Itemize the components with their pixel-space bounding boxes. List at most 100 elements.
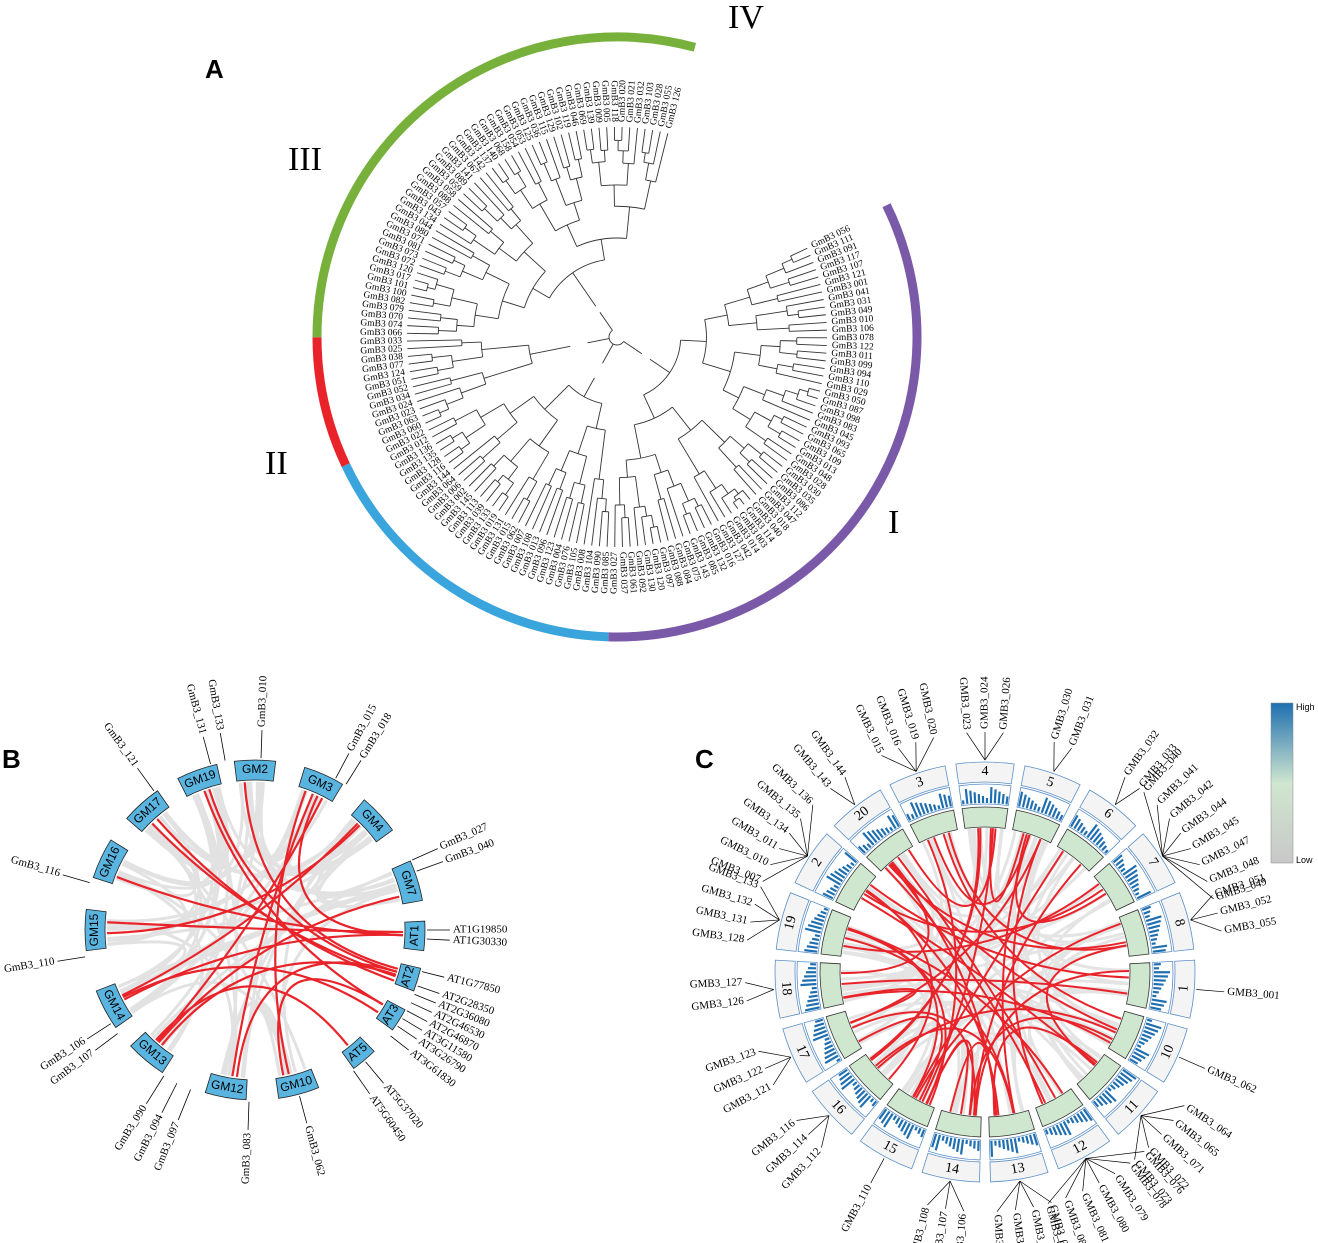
- label-leader: [1190, 912, 1218, 921]
- density-bar: [989, 787, 993, 804]
- tree-leaf-label: GmB3 085: [600, 551, 612, 594]
- tree-branch: [561, 498, 574, 540]
- tree-branch: [796, 357, 826, 362]
- synteny-link: [843, 883, 1100, 953]
- tree-branch: [463, 460, 486, 481]
- chromosome-segment-at5: [341, 1036, 375, 1069]
- density-bar: [937, 805, 941, 810]
- tree-branch: [553, 497, 568, 538]
- tree-branch: [733, 496, 737, 501]
- tree-branch: [666, 488, 684, 537]
- density-bar: [814, 934, 821, 938]
- tree-branch: [608, 330, 625, 346]
- tree-branch: [431, 354, 433, 362]
- density-bar: [1122, 864, 1137, 876]
- tree-branch: [462, 270, 483, 281]
- label-leader: [1085, 1151, 1145, 1159]
- tree-branch: [728, 322, 757, 327]
- synteny-link: [123, 933, 403, 1001]
- tree-branch: [411, 373, 439, 380]
- density-bar: [1135, 1047, 1150, 1057]
- synteny-link: [116, 875, 403, 937]
- tree-branch: [758, 451, 764, 458]
- tree-branch: [583, 129, 588, 151]
- tree-branch: [601, 479, 605, 499]
- density-bar: [993, 789, 997, 804]
- label-leader: [830, 788, 855, 805]
- density-bar: [889, 826, 894, 832]
- label-leader: [1162, 855, 1208, 882]
- label-leader: [95, 1033, 118, 1051]
- tree-branch: [666, 482, 681, 489]
- tree-leaf-label: GmB3 066: [360, 328, 402, 339]
- tree-branch: [539, 203, 556, 232]
- segment-label: GM2: [242, 762, 268, 776]
- gene-label: GMB3_020: [916, 682, 939, 736]
- density-bar: [1009, 1138, 1014, 1153]
- gene-label: AT1G19850: [453, 924, 508, 936]
- chromosome-ring: [1169, 959, 1196, 1019]
- tree-branch: [694, 498, 699, 507]
- density-bar: [1005, 1139, 1010, 1151]
- tree-branch: [682, 497, 695, 504]
- synteny-link: [989, 828, 1025, 903]
- background-link: [116, 873, 204, 1052]
- panel-b-letter: B: [2, 744, 21, 774]
- tree-branch: [598, 127, 602, 151]
- tree-branch: [485, 172, 514, 208]
- background-link: [970, 828, 1004, 1116]
- label-leader: [1019, 1180, 1034, 1208]
- density-bar: [1146, 1018, 1153, 1023]
- tree-branch: [792, 363, 795, 371]
- tree-branch: [721, 484, 729, 494]
- density-bar: [903, 1122, 911, 1136]
- label-leader: [1179, 1056, 1205, 1069]
- tree-leaf-label: GmB3 078: [832, 333, 874, 343]
- density-bar: [817, 913, 826, 919]
- tree-branch: [433, 302, 451, 307]
- tree-branch: [538, 182, 548, 201]
- background-link: [203, 790, 395, 895]
- density-bar: [892, 1115, 898, 1121]
- tree-branch: [633, 505, 646, 509]
- density-bar: [1048, 804, 1055, 817]
- chromosome-ring: [961, 806, 1009, 829]
- tree-leaf-label: GmB3 074: [360, 318, 403, 330]
- tree-branch: [767, 437, 792, 455]
- chromosome-ring: [988, 1109, 1035, 1138]
- tree-branch: [515, 242, 534, 262]
- gene-label: GMB3_001: [1227, 986, 1280, 1002]
- label-leader: [1047, 1158, 1087, 1204]
- tree-leaf-label: GmB3 027: [609, 552, 619, 594]
- density-bar: [839, 1072, 851, 1081]
- tree-branch: [456, 324, 474, 328]
- label-leader: [966, 732, 986, 761]
- tree-leaf-label: GmB3 038: [361, 352, 404, 366]
- tree-branch: [765, 275, 771, 289]
- tree-branch: [425, 415, 442, 424]
- density-legend: High Low: [1270, 702, 1315, 865]
- density-bar: [1033, 803, 1038, 811]
- density-bar: [1069, 1117, 1075, 1124]
- gene-label: GMB3_099: [992, 1214, 1007, 1243]
- chromosome-segment-gm16: [92, 839, 129, 885]
- tree-branch: [464, 227, 477, 237]
- tree-branch: [762, 399, 810, 421]
- tree-branch: [733, 469, 757, 495]
- chromosome-ring: [829, 1066, 879, 1118]
- density-bar: [931, 1133, 938, 1148]
- tree-branch: [773, 414, 783, 420]
- chromosome-ring: [1012, 809, 1061, 844]
- chromosome-segment-gm15: [84, 908, 107, 952]
- tree-branch: [492, 492, 503, 507]
- label-leader: [1019, 1180, 1052, 1203]
- label-leader: [390, 1035, 409, 1051]
- tree-branch: [446, 397, 464, 405]
- tree-branch: [754, 411, 772, 422]
- label-leader: [881, 755, 917, 772]
- density-bar: [1131, 1054, 1142, 1063]
- tree-branch: [474, 467, 497, 492]
- tree-branch: [485, 272, 510, 285]
- density-bar: [1117, 863, 1125, 870]
